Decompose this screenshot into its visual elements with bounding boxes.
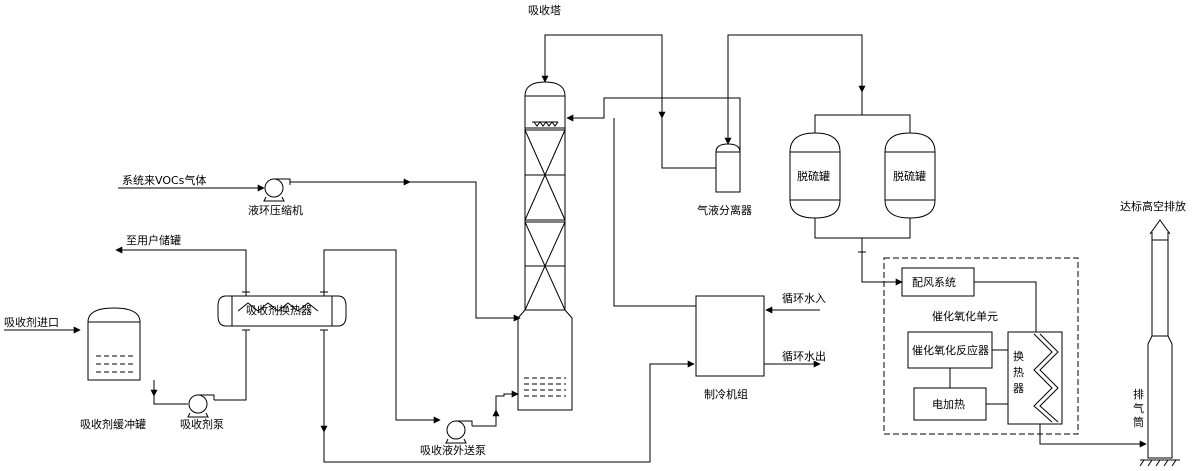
exhaust-stack-label-3: 筒	[1133, 415, 1144, 429]
cooling-water-in-label: 循环水入	[782, 292, 826, 305]
gas-liquid-separator	[715, 143, 741, 193]
liquid-ring-compressor	[263, 178, 291, 202]
exhaust-stack-label-2: 气	[1133, 401, 1144, 415]
air-distribution-system-label: 配风系统	[912, 276, 956, 289]
liquid-ring-compressor-label: 液环压缩机	[248, 203, 303, 217]
desulfurization-tank-1	[789, 132, 841, 219]
absorbent-transfer-pump-label: 吸收液外送泵	[420, 443, 486, 457]
absorbent-heat-exchanger-label: 吸收剂换热器	[246, 303, 312, 317]
absorbent-pump-label: 吸收剂泵	[180, 417, 224, 431]
absorbent-transfer-pump	[445, 420, 473, 444]
air-distribution-system	[901, 267, 975, 297]
absorbent-buffer-tank-label: 吸收剂缓冲罐	[80, 417, 146, 431]
compliant-discharge-label: 达标高空排放	[1120, 199, 1186, 213]
catalytic-oxidation-unit-label: 催化氧化单元	[932, 309, 998, 323]
absorbent-pump	[187, 394, 215, 418]
catalytic-oxidation-unit-boundary	[883, 257, 1079, 435]
to-user-tank-label: 至用户储罐	[126, 233, 181, 247]
absorption-tower	[517, 81, 573, 411]
heat-exchanger-label-3: 器	[1013, 382, 1024, 395]
voc-gas-inlet-label: 系统来VOCs气体	[122, 173, 206, 187]
chiller-unit-label: 制冷机组	[704, 387, 748, 401]
absorption-tower-label: 吸收塔	[528, 3, 561, 17]
desulfurization-tank-1-label: 脱硫罐	[797, 169, 830, 183]
heat-exchanger-label-2: 热	[1013, 366, 1024, 379]
cooling-water-out-label: 循环水出	[782, 349, 826, 363]
electric-heater-label: 电加热	[932, 398, 965, 411]
catalytic-oxidation-reactor-label: 催化氧化反应器	[912, 343, 989, 357]
absorbent-buffer-tank	[87, 307, 141, 381]
heat-exchanger-vertical	[1007, 331, 1063, 425]
tower-sump-liquid-level	[524, 377, 566, 397]
chiller-unit	[695, 295, 765, 377]
gas-liquid-separator-label: 气液分离器	[697, 203, 752, 217]
desulfurization-tank-2-label: 脱硫罐	[893, 169, 926, 183]
absorbent-heat-exchanger	[217, 291, 347, 331]
desulfurization-tank-2	[884, 132, 936, 219]
absorbent-inlet-label: 吸收剂进口	[4, 315, 59, 329]
exhaust-stack	[1139, 219, 1180, 467]
heat-exchanger-label-1: 换	[1013, 349, 1024, 363]
exhaust-stack-label-1: 排	[1133, 387, 1144, 401]
